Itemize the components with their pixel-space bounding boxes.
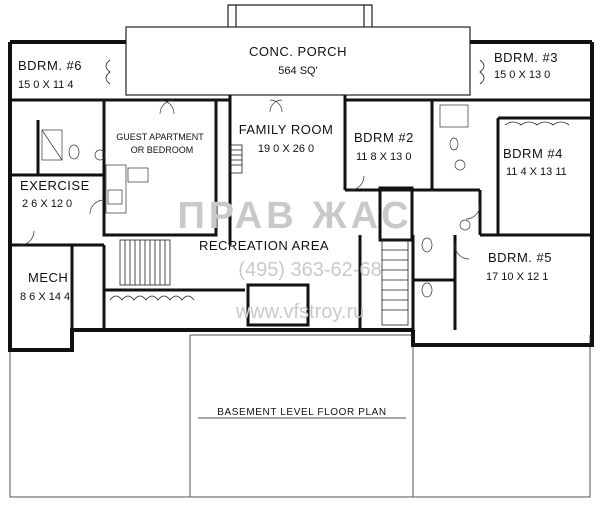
watermark-phone: (495) 363-62-68 [238, 259, 381, 281]
exterior-walls [8, 40, 594, 352]
porch-outline [125, 4, 471, 96]
stairs-right [381, 239, 409, 326]
door-swings [19, 99, 481, 260]
bdrm2-label: BDRM #2 [354, 130, 414, 145]
mech-dim: 8 6 X 14 4 [20, 291, 70, 303]
porch-label: CONC. PORCH [249, 44, 347, 59]
bdrm2-dim: 11 8 X 13 0 [356, 151, 411, 163]
bdrm5-label: BDRM. #5 [488, 250, 552, 265]
bdrm6-dim: 15 0 X 11 4 [18, 79, 73, 91]
interior-walls [10, 95, 592, 330]
bdrm4-dim: 11 4 X 13 11 [506, 166, 567, 178]
family-room-label: FAMILY ROOM [239, 122, 334, 137]
recreation-label: RECREATION AREA [199, 238, 329, 253]
family-room-dim: 19 0 X 26 0 [258, 143, 314, 155]
bdrm3-label: BDRM. #3 [494, 50, 558, 65]
exercise-label: EXERCISE [20, 178, 90, 193]
bath-fixtures [41, 104, 471, 298]
bdrm4-label: BDRM #4 [503, 146, 563, 161]
watermark-url: www.vfstroy.ru [235, 301, 365, 323]
kitchenette [105, 164, 149, 214]
bdrm3-dim: 15 0 X 13 0 [494, 69, 550, 81]
closet-doors [105, 59, 570, 301]
bdrm5-dim: 17 10 X 12 1 [486, 271, 548, 283]
garage-outline [9, 334, 591, 498]
porch-size: 564 SQ' [278, 65, 317, 77]
stairs-left [119, 239, 171, 286]
plan-caption: BASEMENT LEVEL FLOOR PLAN [217, 407, 387, 418]
exercise-dim: 2 6 X 12 0 [22, 198, 72, 210]
guest-sub: OR BEDROOM [131, 145, 194, 155]
bdrm6-label: BDRM. #6 [18, 58, 82, 73]
mech-label: MECH [28, 270, 68, 285]
watermark-brand: ПРАВ ЖАС [177, 195, 412, 237]
fireplace [229, 144, 243, 174]
guest-label: GUEST APARTMENT [116, 132, 204, 142]
